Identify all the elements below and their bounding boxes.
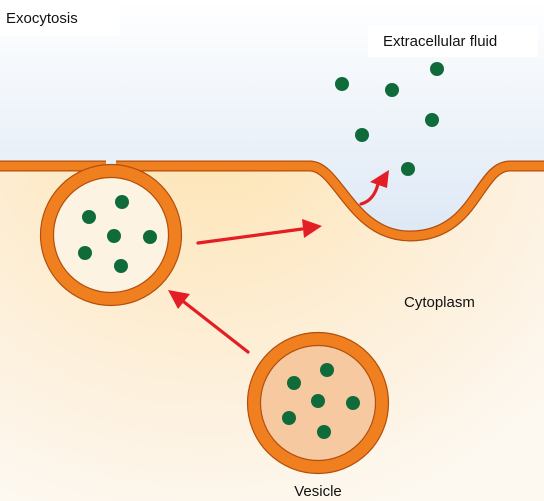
molecule [335,77,349,91]
cytoplasm-label: Cytoplasm [404,294,475,311]
vesicle-label: Vesicle [294,483,342,500]
docked-vesicle-inner-edge [52,176,170,294]
docked-vesicle-molecules [78,195,157,273]
arrow-head [302,219,322,238]
plasma-membrane-right [116,161,544,241]
molecule [282,411,296,425]
molecule [115,195,129,209]
arrow-to-membrane [168,290,250,354]
arrow-shaft [359,182,380,206]
molecule [401,162,415,176]
free-vesicle-molecules [282,363,360,439]
molecule [346,396,360,410]
extracellular-label: Extracellular fluid [383,33,497,50]
molecule [114,259,128,273]
free-vesicle-inner-edge [259,344,377,462]
molecule [320,363,334,377]
title-box [0,0,120,36]
molecule [107,229,121,243]
docked-vesicle-outer-edge [39,163,183,307]
arrow-shaft [182,300,250,354]
arrow-head [168,290,190,309]
arrow-to-fusion-pocket [196,219,322,245]
extracellular-region [0,0,544,236]
diagram-title: Exocytosis [6,10,78,27]
molecule [317,425,331,439]
molecule [82,210,96,224]
free-vesicle-outer-edge [246,331,390,475]
molecule [143,230,157,244]
molecule [355,128,369,142]
arrow-shaft [196,227,304,245]
molecule [430,62,444,76]
arrow-head [370,170,389,188]
molecule [287,376,301,390]
molecule [311,394,325,408]
molecule [425,113,439,127]
molecule [78,246,92,260]
arrows [168,170,389,354]
arrow-release [359,170,389,206]
extracellular-label-box [368,25,538,57]
molecule [385,83,399,97]
released-molecules [335,62,444,176]
